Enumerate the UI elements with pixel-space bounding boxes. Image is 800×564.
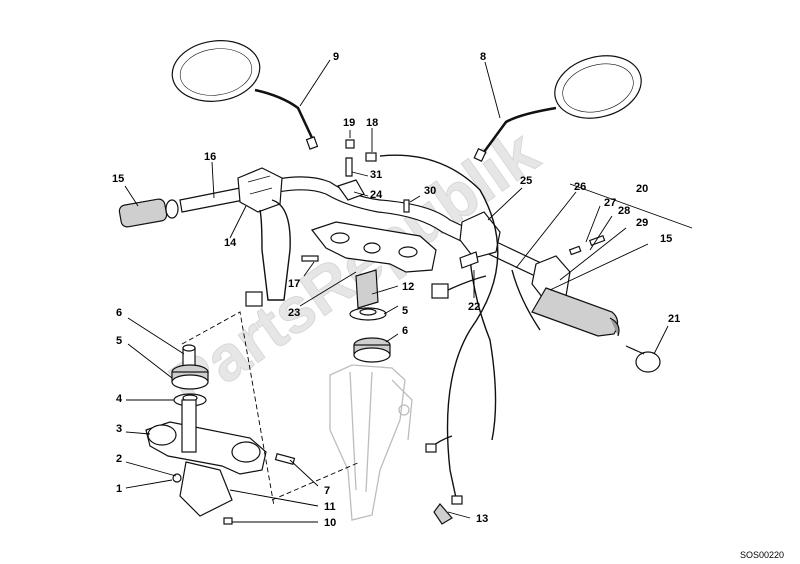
callout-29: 29 [636, 217, 648, 229]
switch-left [237, 167, 291, 307]
callout-4: 4 [116, 393, 123, 405]
steering-stem-assembly [145, 152, 606, 525]
callout-6-right: 6 [402, 325, 408, 337]
callout-10: 10 [324, 517, 336, 529]
callout-1: 1 [116, 483, 122, 495]
callout-13: 13 [476, 513, 488, 525]
callout-12: 12 [402, 281, 414, 293]
callout-6-left: 6 [116, 307, 122, 319]
callout-26: 26 [574, 181, 586, 193]
frame-section [329, 364, 413, 521]
callout-24: 24 [370, 189, 383, 201]
callout-16: 16 [204, 151, 216, 163]
reference-lines [181, 311, 361, 507]
callout-27: 27 [604, 197, 616, 209]
callout-9: 9 [333, 51, 339, 63]
callouts: 9 8 19 18 16 15 31 24 30 25 26 20 27 28 … [112, 51, 680, 529]
callout-8: 8 [480, 51, 486, 63]
callout-25: 25 [520, 175, 532, 187]
callout-18: 18 [366, 117, 378, 129]
callout-20: 20 [636, 183, 648, 195]
mirror-right [473, 55, 642, 163]
callout-15-right: 15 [660, 233, 672, 245]
callout-17: 17 [288, 278, 300, 290]
drawing-code: SOS00220 [740, 550, 784, 560]
callout-28: 28 [618, 205, 630, 217]
mirror-left [171, 40, 319, 150]
callout-14: 14 [224, 237, 237, 249]
callout-22: 22 [468, 301, 480, 313]
callout-30: 30 [424, 185, 436, 197]
callout-31: 31 [370, 169, 382, 181]
callout-15-left: 15 [112, 173, 124, 185]
grip-left [118, 198, 179, 228]
top-clamp [311, 221, 437, 273]
callout-5-left: 5 [116, 335, 122, 347]
callout-11: 11 [324, 501, 336, 513]
callout-21: 21 [668, 313, 680, 325]
callout-23: 23 [288, 307, 300, 319]
throttle-assembly [431, 211, 661, 441]
callout-5-right: 5 [402, 305, 408, 317]
cable-route [379, 154, 499, 525]
callout-3: 3 [116, 423, 122, 435]
bar-clamp [337, 139, 365, 201]
stem-nut [349, 269, 391, 363]
callout-2: 2 [116, 453, 122, 465]
callout-19: 19 [343, 117, 355, 129]
callout-7: 7 [324, 485, 330, 497]
leader-lines [124, 59, 693, 523]
